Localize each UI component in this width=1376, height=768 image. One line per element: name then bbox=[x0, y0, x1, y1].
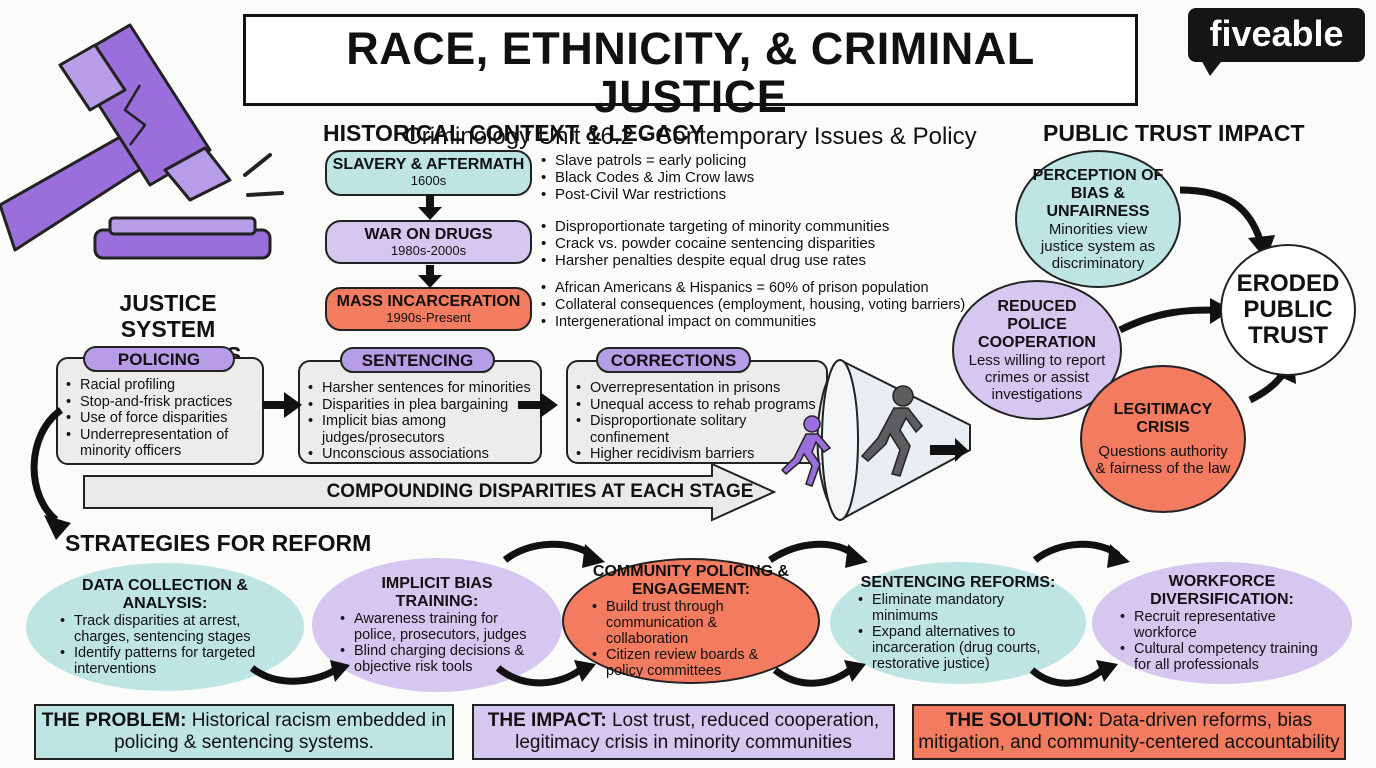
bullet: Post-Civil War restrictions bbox=[541, 186, 801, 203]
strategy-title: IMPLICIT BIAS TRAINING: bbox=[381, 575, 493, 610]
bullet: Disproportionate targeting of minority c… bbox=[541, 218, 941, 235]
bullet: Expand alternatives to incarceration (dr… bbox=[858, 624, 1058, 672]
stage-tag-corrections: CORRECTIONS bbox=[596, 347, 751, 373]
circle-desc: Questions authority & fairness of the la… bbox=[1095, 443, 1231, 477]
justice-title-line1: JUSTICE SYSTEM bbox=[119, 290, 217, 342]
strategy-title: WORKFORCE DIVERSIFICATION: bbox=[1150, 573, 1294, 608]
running-person-icon bbox=[860, 385, 923, 477]
bullet: Disproportionate solitary confinement bbox=[576, 413, 818, 446]
bullet: Unequal access to rehab programs bbox=[576, 397, 818, 414]
compounding-label: COMPOUNDING DISPARITIES AT EACH STAGE bbox=[326, 481, 754, 502]
stage-tag-sentencing: SENTENCING bbox=[340, 347, 495, 373]
bullet: Unconscious associations bbox=[308, 446, 532, 463]
strategy-title: DATA COLLECTION & ANALYSIS: bbox=[82, 577, 248, 612]
bullet: African Americans & Hispanics = 60% of p… bbox=[541, 280, 981, 297]
outcome-label: ERODED PUBLIC TRUST bbox=[1236, 270, 1340, 349]
title-box: RACE, ETHNICITY, & CRIMINAL JUSTICE Crim… bbox=[243, 14, 1138, 150]
trust-title: PUBLIC TRUST IMPACT bbox=[1043, 120, 1305, 146]
strategy-community-policing: COMMUNITY POLICING & ENGAGEMENT: Build t… bbox=[562, 558, 820, 684]
fiveable-logo: fiveable bbox=[1188, 8, 1365, 62]
strategy-sentencing-reforms: SENTENCING REFORMS: Eliminate mandatory … bbox=[830, 562, 1086, 684]
gavel-icon bbox=[0, 23, 284, 260]
bullet: Track disparities at arrest, charges, se… bbox=[60, 613, 276, 645]
circle-title: REDUCED POLICE COOPERATION bbox=[978, 297, 1096, 351]
bullet: Harsher sentences for minorities bbox=[308, 380, 532, 397]
era-name: SLAVERY & AFTERMATH bbox=[332, 156, 525, 173]
strategy-title: COMMUNITY POLICING & ENGAGEMENT: bbox=[592, 563, 790, 598]
summary-text: Lost trust, reduced cooperation, legitim… bbox=[515, 710, 880, 753]
bullet: Build trust through communication & coll… bbox=[592, 599, 790, 647]
bullet: Implicit bias among judges/prosecutors bbox=[308, 413, 532, 446]
bullet: Stop-and-frisk practices bbox=[66, 394, 254, 411]
reform-title: STRATEGIES FOR REFORM bbox=[65, 530, 372, 556]
era-name: MASS INCARCERATION bbox=[336, 293, 521, 310]
drugs-bullets: Disproportionate targeting of minority c… bbox=[541, 218, 941, 269]
bullet: Harsher penalties despite equal drug use… bbox=[541, 252, 941, 269]
stage-policing: Racial profiling Stop-and-frisk practice… bbox=[56, 357, 264, 465]
bullet: Collateral consequences (employment, hou… bbox=[541, 297, 981, 314]
bullet: Crack vs. powder cocaine sentencing disp… bbox=[541, 235, 941, 252]
summary-label: THE IMPACT: bbox=[487, 710, 607, 731]
circle-desc: Minorities view justice system as discri… bbox=[1040, 220, 1156, 272]
strategy-title: SENTENCING REFORMS: bbox=[860, 574, 1056, 591]
bullet: Slave patrols = early policing bbox=[541, 152, 801, 169]
bullet: Use of force disparities bbox=[66, 410, 254, 427]
trust-legitimacy: LEGITIMACY CRISIS Questions authority & … bbox=[1080, 365, 1246, 513]
reform-arrows bbox=[249, 540, 1130, 687]
summary-label: THE PROBLEM: bbox=[41, 710, 187, 731]
bullet: Underrepresentation of minority officers bbox=[66, 427, 254, 460]
bullet: Awareness training for police, prosecuto… bbox=[340, 611, 534, 643]
bullet: Overrepresentation in prisons bbox=[576, 380, 818, 397]
circle-desc: Less willing to report crimes or assist … bbox=[968, 351, 1106, 403]
era-mass-incarceration: MASS INCARCERATION 1990s-Present bbox=[325, 287, 532, 331]
running-person-icon bbox=[780, 415, 832, 487]
trust-perception: PERCEPTION OF BIAS & UNFAIRNESS Minoriti… bbox=[1015, 150, 1181, 288]
page-title: RACE, ETHNICITY, & CRIMINAL JUSTICE bbox=[346, 23, 1035, 122]
summary-text: Historical racism embedded in policing &… bbox=[114, 710, 447, 753]
circle-title: PERCEPTION OF BIAS & UNFAIRNESS bbox=[1032, 166, 1164, 220]
stage-corrections: Overrepresentation in prisons Unequal ac… bbox=[566, 360, 828, 464]
trust-outcome: ERODED PUBLIC TRUST bbox=[1220, 244, 1356, 376]
bullet: Higher recidivism barriers bbox=[576, 446, 818, 463]
incarceration-bullets: African Americans & Hispanics = 60% of p… bbox=[541, 280, 981, 331]
timeline-arrows bbox=[418, 195, 442, 288]
summary-text: Data-driven reforms, bias mitigation, an… bbox=[918, 710, 1340, 753]
era-name: WAR ON DRUGS bbox=[364, 226, 493, 243]
era-dates: 1600s bbox=[410, 173, 447, 188]
curved-arrow bbox=[30, 407, 71, 540]
bullet: Recruit representative workforce bbox=[1120, 609, 1324, 641]
bullet: Eliminate mandatory minimums bbox=[858, 592, 1058, 624]
strategy-implicit-bias: IMPLICIT BIAS TRAINING: Awareness traini… bbox=[312, 558, 562, 692]
bullet: Intergenerational impact on communities bbox=[541, 314, 981, 331]
bullet: Black Codes & Jim Crow laws bbox=[541, 169, 801, 186]
historical-title: HISTORICAL CONTEXT & LEGACY bbox=[323, 120, 705, 146]
bullet: Racial profiling bbox=[66, 377, 254, 394]
logo-tail bbox=[1200, 58, 1224, 76]
summary-solution: THE SOLUTION: Data-driven reforms, bias … bbox=[912, 704, 1346, 760]
stage-tag-policing: POLICING bbox=[83, 346, 235, 372]
summary-impact: THE IMPACT: Lost trust, reduced cooperat… bbox=[472, 704, 895, 760]
bullet: Disparities in plea bargaining bbox=[308, 397, 532, 414]
strategy-workforce: WORKFORCE DIVERSIFICATION: Recruit repre… bbox=[1092, 562, 1352, 684]
summary-problem: THE PROBLEM: Historical racism embedded … bbox=[34, 704, 454, 760]
bullet: Blind charging decisions & objective ris… bbox=[340, 643, 534, 675]
bullet: Citizen review boards & policy committee… bbox=[592, 647, 790, 679]
stage-arrows bbox=[262, 392, 558, 418]
era-war-on-drugs: WAR ON DRUGS 1980s-2000s bbox=[325, 220, 532, 264]
stage-sentencing: Harsher sentences for minorities Dispari… bbox=[298, 360, 542, 464]
era-dates: 1990s-Present bbox=[386, 310, 471, 325]
bullet: Cultural competency training for all pro… bbox=[1120, 641, 1324, 673]
page-subtitle: Criminology Unit 16.2 - Contemporary Iss… bbox=[404, 123, 977, 150]
slavery-bullets: Slave patrols = early policing Black Cod… bbox=[541, 152, 801, 203]
summary-label: THE SOLUTION: bbox=[945, 710, 1094, 731]
compounding-arrow bbox=[83, 462, 777, 522]
circle-title: LEGITIMACY CRISIS bbox=[1113, 401, 1213, 436]
era-slavery: SLAVERY & AFTERMATH 1600s bbox=[325, 150, 532, 196]
bullet: Identify patterns for targeted intervent… bbox=[60, 645, 276, 677]
era-dates: 1980s-2000s bbox=[390, 243, 467, 258]
